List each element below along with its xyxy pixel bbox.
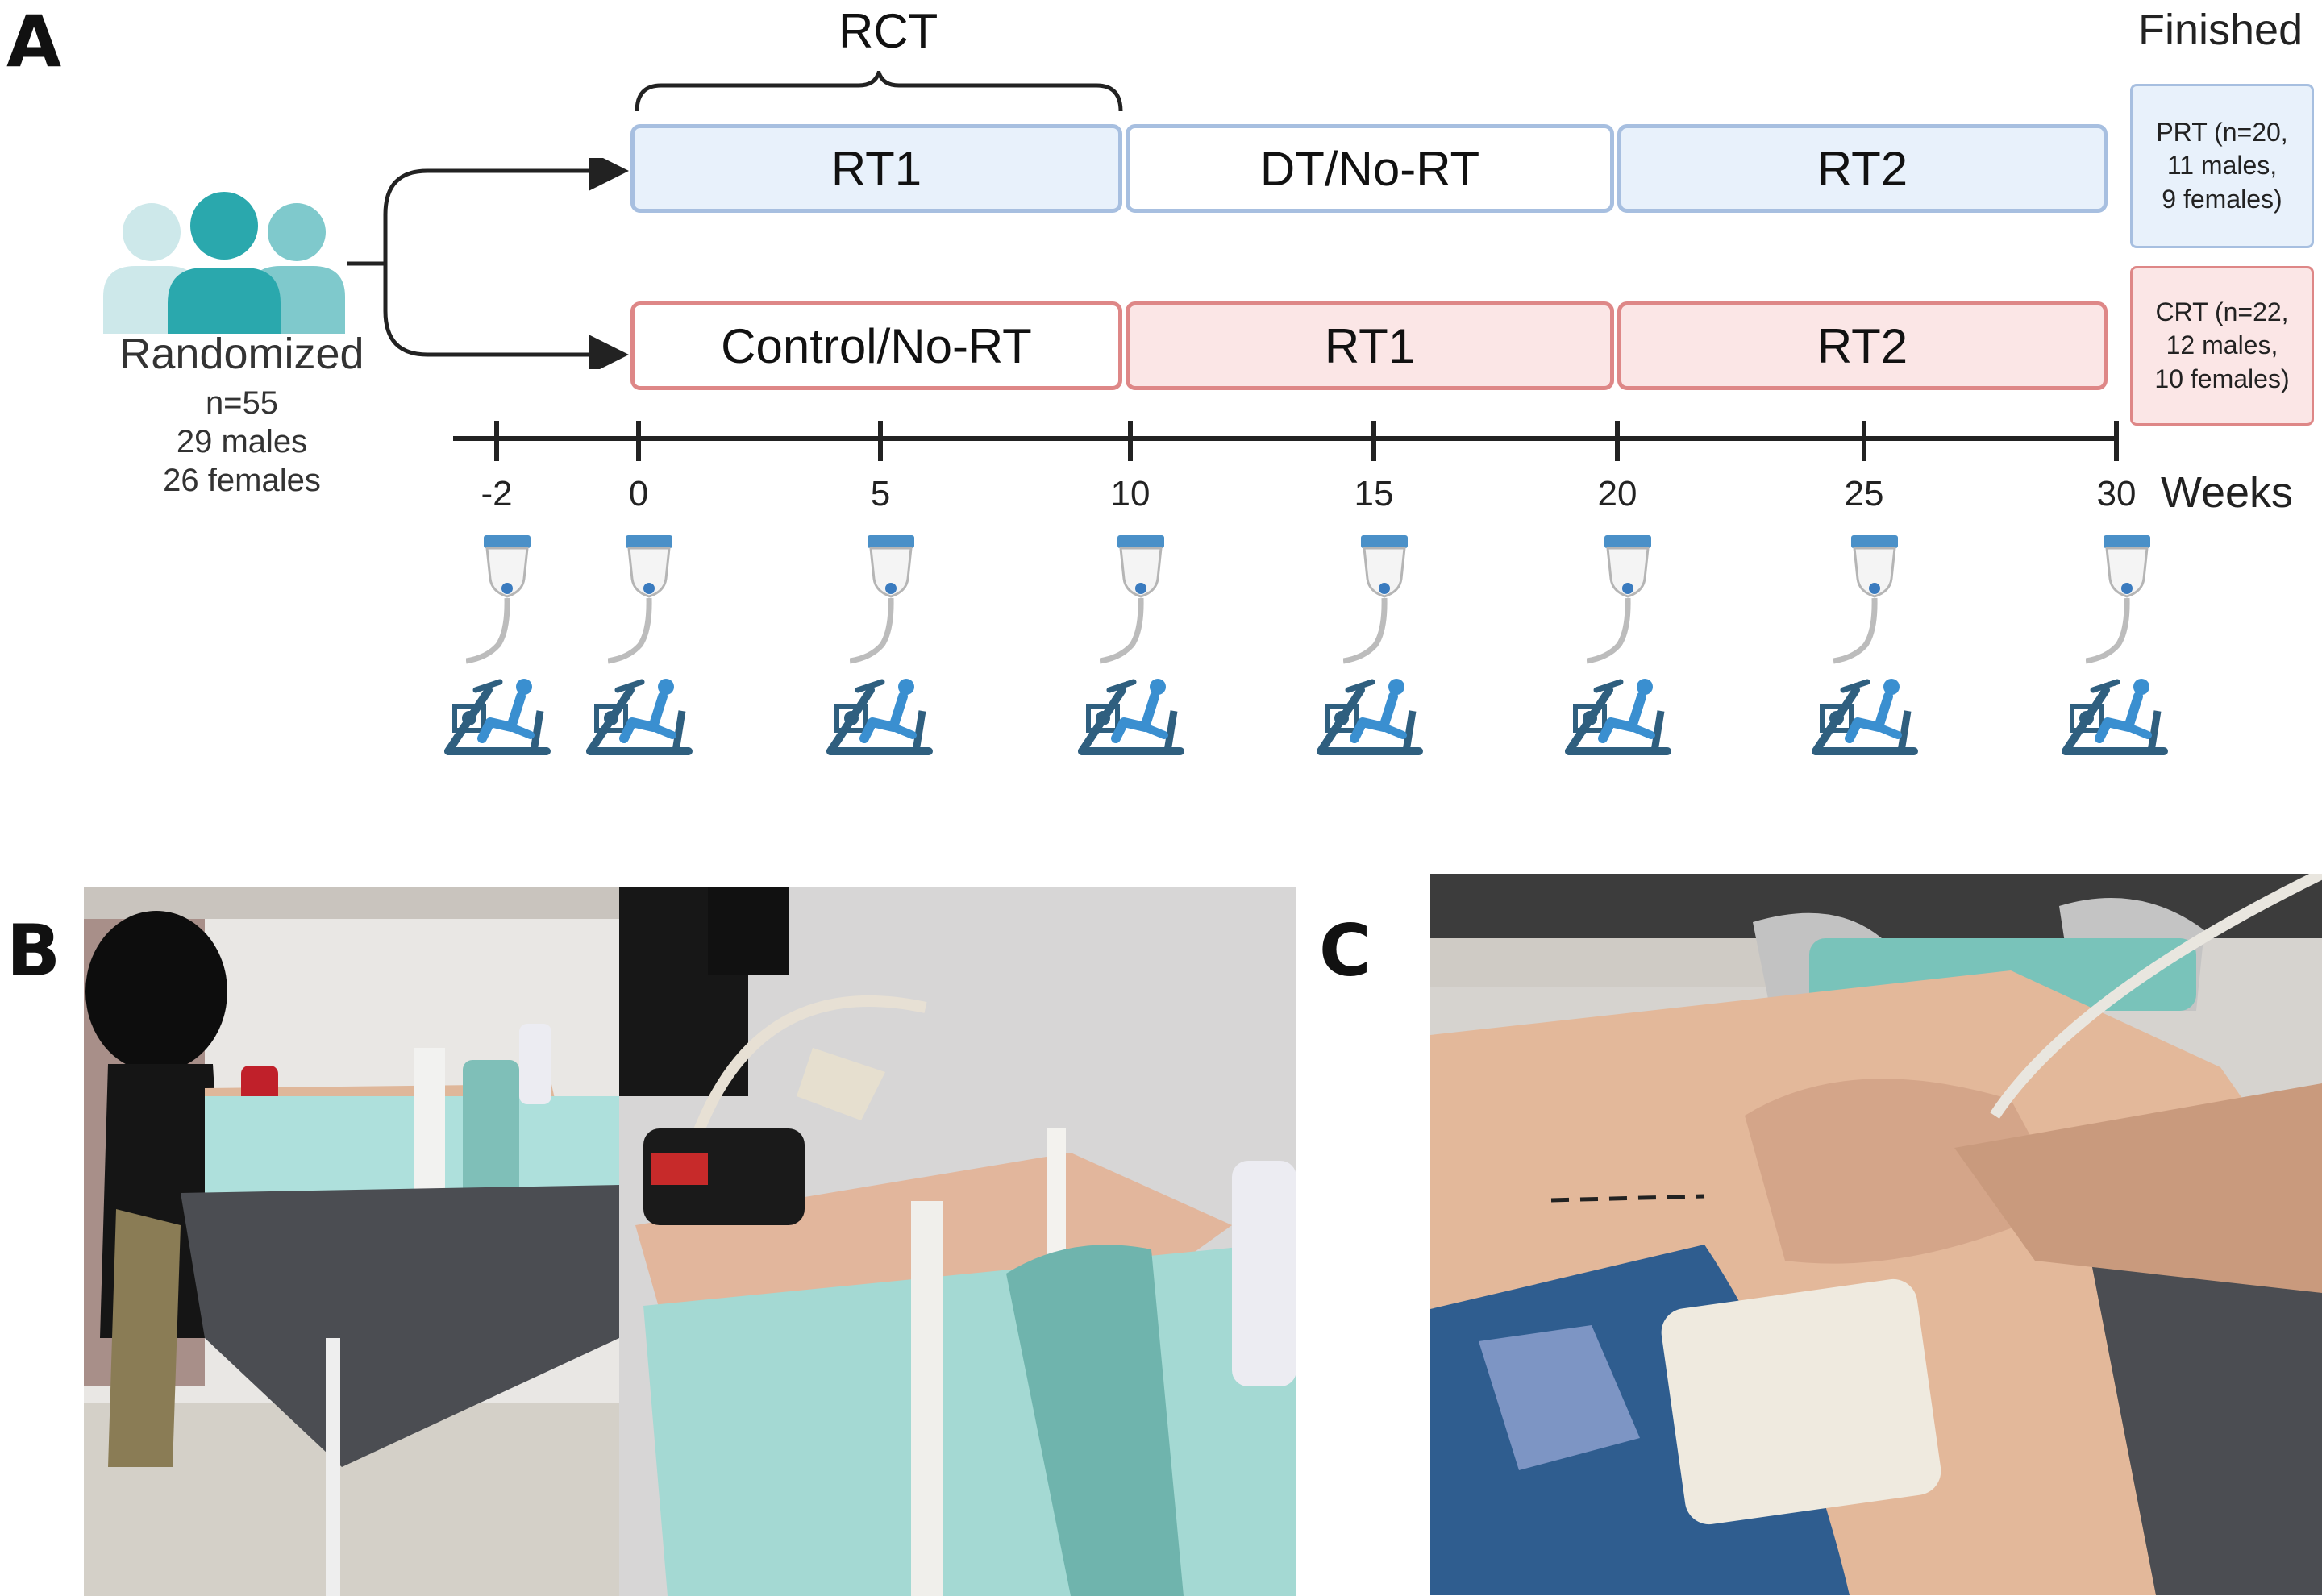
tick-label: -2 — [481, 474, 513, 513]
randomized-males: 29 males — [176, 424, 308, 459]
ultrasound-probe-icon — [1343, 535, 1424, 672]
ultrasound-probe-icon — [608, 535, 689, 672]
panel-a-label: A — [6, 0, 62, 83]
rct-brace — [635, 71, 1123, 112]
randomized-females: 26 females — [163, 463, 321, 498]
prt-phase-detraining: DT/No-RT — [1126, 124, 1614, 213]
prt-result-line3: 9 females) — [2162, 184, 2282, 214]
panel-c-label: C — [1319, 909, 1371, 992]
leg-press-machine-icon — [1316, 674, 1425, 758]
tick-label: 15 — [1354, 474, 1394, 513]
leg-press-machine-icon — [1811, 674, 1920, 758]
leg-press-machine-icon — [1564, 674, 1674, 758]
crt-result-box: CRT (n=22, 12 males, 10 females) — [2130, 266, 2314, 426]
tick-label: 5 — [870, 474, 891, 513]
tick-label: 0 — [628, 474, 649, 513]
axis-unit-label: Weeks — [2161, 468, 2294, 517]
crt-phase-control: Control/No-RT — [630, 301, 1122, 390]
crt-result-line1: CRT (n=22, — [2155, 297, 2289, 326]
rct-label: RCT — [838, 4, 938, 58]
tick-label: 20 — [1597, 474, 1637, 513]
ultrasound-probe-icon — [1833, 535, 1914, 672]
leg-press-machine-icon — [443, 674, 553, 758]
randomized-label: Randomized — [119, 330, 364, 378]
ultrasound-probe-icon — [466, 535, 547, 672]
prt-result-box: PRT (n=20, 11 males, 9 females) — [2130, 84, 2314, 248]
tick-label: 10 — [1110, 474, 1151, 513]
photo-elbow-setup-wide — [84, 887, 619, 1596]
timeline-axis — [453, 421, 2119, 461]
leg-press-machine-icon — [585, 674, 695, 758]
leg-press-machine-icon — [826, 674, 935, 758]
tick-label: 30 — [2096, 474, 2137, 513]
ultrasound-probe-icon — [1587, 535, 1667, 672]
leg-press-machine-icon — [2061, 674, 2170, 758]
randomization-arrows — [347, 158, 629, 369]
crt-phase-rt1: RT1 — [1126, 301, 1614, 390]
finished-label: Finished — [2138, 6, 2303, 54]
leg-press-machine-icon — [1077, 674, 1187, 758]
prt-result-line2: 11 males, — [2166, 151, 2278, 181]
randomized-n: n=55 — [205, 385, 279, 421]
ultrasound-probe-icon — [1100, 535, 1180, 672]
ultrasound-probe-icon — [850, 535, 930, 672]
photo-knee-ultrasound — [1430, 874, 2322, 1595]
photo-elbow-ultrasound-closeup — [619, 887, 1296, 1596]
prt-phase-rt1: RT1 — [630, 124, 1122, 213]
crt-result-line2: 12 males, — [2166, 330, 2278, 360]
tick-label: 25 — [1844, 474, 1884, 513]
prt-result-line1: PRT (n=20, — [2156, 117, 2288, 147]
people-group-icon — [103, 192, 345, 334]
panel-b-label: B — [6, 909, 61, 992]
prt-phase-rt2: RT2 — [1617, 124, 2108, 213]
ultrasound-probe-icon — [2086, 535, 2166, 672]
crt-result-line3: 10 females) — [2154, 364, 2290, 393]
crt-phase-rt2: RT2 — [1617, 301, 2108, 390]
